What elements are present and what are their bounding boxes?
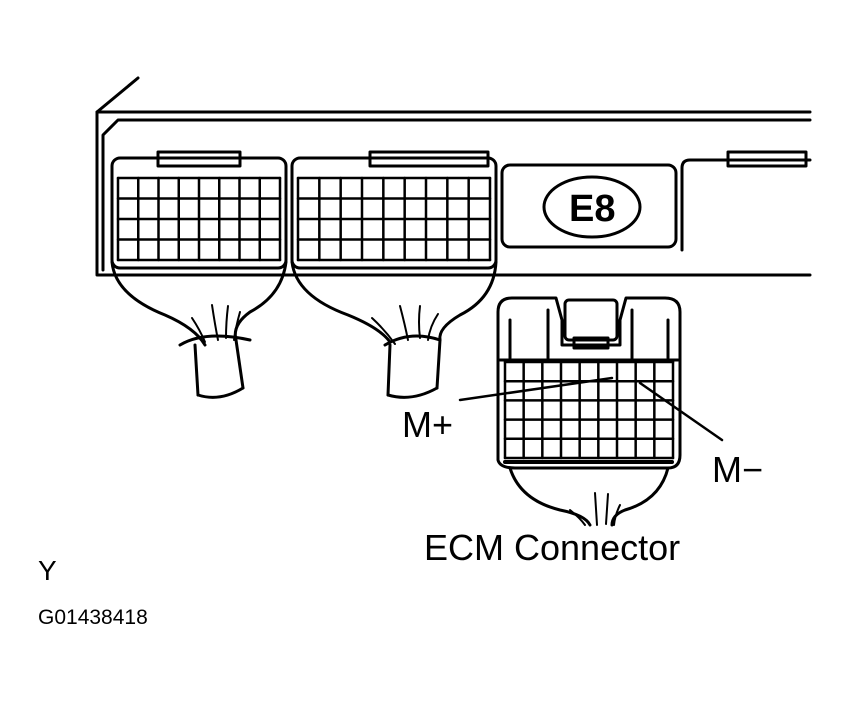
m-minus-leader <box>638 381 724 442</box>
ecm-connector-plug <box>496 296 682 527</box>
ecm-socket-left <box>110 150 288 270</box>
terminal-negative-label: M− <box>712 449 764 490</box>
ecm-socket-e8 <box>500 163 678 249</box>
connector-id-label: E8 <box>569 188 616 230</box>
pin-grid <box>116 176 282 262</box>
ecm-socket-right <box>680 150 812 252</box>
m-plus-leader <box>458 376 614 402</box>
view-letter: Y <box>38 555 57 586</box>
leader-lines <box>458 376 724 442</box>
connector-caption: ECM Connector <box>424 527 681 568</box>
wire-harness-left <box>110 260 288 399</box>
pin-grid <box>503 360 675 460</box>
figure-code: G01438418 <box>38 606 148 629</box>
terminal-positive-label: M+ <box>402 404 454 445</box>
ecm-socket-middle <box>290 150 498 270</box>
pin-grid <box>296 176 492 262</box>
wire-harness-middle <box>290 260 498 399</box>
ecm-housing <box>95 76 812 277</box>
